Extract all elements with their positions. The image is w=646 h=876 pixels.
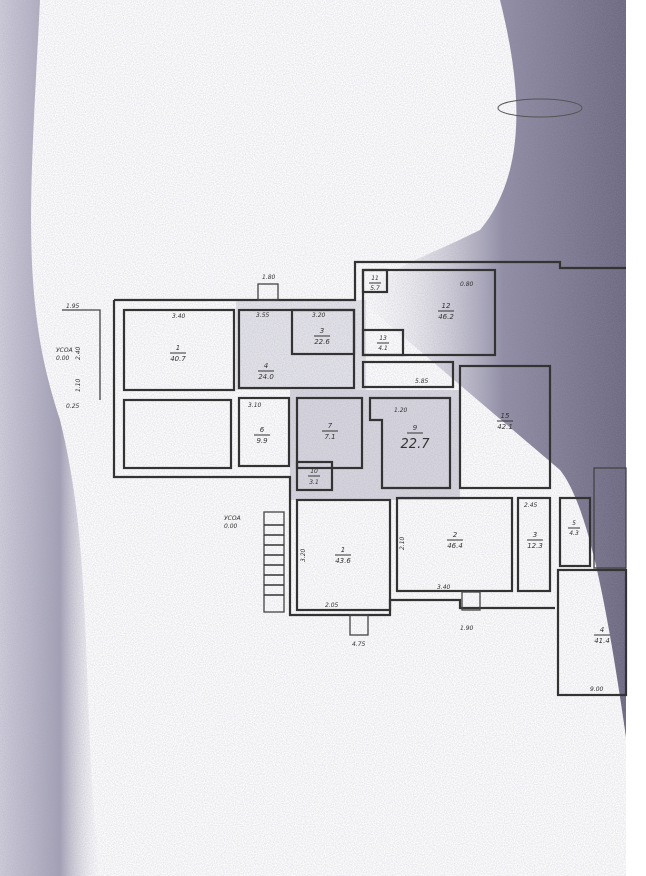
room-area: 42.1 [497, 423, 513, 431]
room-label: 15 42.1 [497, 412, 513, 431]
room-label: 424.0 [258, 362, 274, 381]
room-area: 5.7 [370, 285, 380, 292]
dimension: 5.85 [415, 378, 429, 385]
room-number: 7 [328, 422, 333, 430]
stairs [263, 511, 285, 613]
room-number: 4 [264, 362, 268, 370]
room-label: 441.4 [594, 626, 610, 645]
room-label: 922.7 [401, 424, 431, 452]
room-number: 11 [371, 275, 379, 282]
room-number: 9 [413, 424, 418, 432]
room-label: 140.7 [170, 344, 186, 363]
room-area: 4.3 [569, 530, 579, 537]
level-label: УСОА [224, 515, 241, 522]
dimension: 4.75 [352, 641, 366, 648]
room-number: 10 [310, 468, 318, 475]
level-value: 0.00 [56, 355, 70, 362]
room-label: 143.6 [335, 546, 351, 565]
dimension: 3.20 [300, 548, 307, 562]
room-labels: 140.7 424.0 322.6 69.9 77.1 103.1 1246.2… [170, 275, 610, 645]
room-area: 9.9 [256, 437, 268, 445]
dimension-labels: 1.80 3.40 1.95 2.40 1.10 0.25 3.55 3.20 … [66, 274, 604, 693]
room-area: 4.1 [378, 345, 388, 352]
room-number: 2 [453, 531, 458, 539]
dimension: 1.80 [262, 274, 276, 281]
room-area: 43.6 [335, 557, 351, 565]
room-number: 5 [572, 520, 576, 527]
room-number: 6 [260, 426, 265, 434]
dimension: 3.55 [256, 312, 270, 319]
room-label: 246.4 [447, 531, 463, 550]
dimension: 3.10 [248, 402, 262, 409]
room-label: 134.1 [377, 335, 389, 352]
dimension: 3.20 [312, 312, 326, 319]
level-label: УСОА [56, 347, 73, 354]
dimension: 1.95 [66, 303, 80, 310]
room-number: 13 [379, 335, 387, 342]
room-number: 3 [320, 327, 324, 335]
walls [62, 260, 628, 697]
room-label: 69.9 [254, 426, 270, 445]
room-area: 3.1 [309, 479, 319, 486]
room-number: 4 [600, 626, 604, 634]
stamp [497, 98, 583, 118]
room-label: 12 46.2 [438, 302, 454, 321]
room-area: 22.7 [401, 437, 431, 452]
room-area: 7.1 [324, 433, 335, 441]
room-area: 12.3 [527, 542, 543, 550]
room-number: 3 [533, 531, 537, 539]
room-label: 103.1 [308, 468, 320, 486]
room-label: 77.1 [322, 422, 338, 441]
dimension: 1.10 [75, 378, 82, 392]
room-label: 322.6 [314, 327, 330, 346]
dimension: 9.00 [590, 686, 604, 693]
dimension: 1.20 [394, 407, 408, 414]
dimension: 2.05 [325, 602, 339, 609]
room-label: 54.3 [568, 520, 580, 537]
room-area: 41.4 [594, 637, 610, 645]
room-area: 40.7 [170, 355, 186, 363]
room-number: 1 [341, 546, 345, 554]
room-label: 312.3 [527, 531, 543, 550]
dimension: 3.40 [437, 584, 451, 591]
dimension: 0.25 [66, 403, 80, 410]
room-area: 22.6 [314, 338, 330, 346]
room-area: 46.4 [447, 542, 463, 550]
room-area: 46.2 [438, 313, 454, 321]
dimension: 3.40 [172, 313, 186, 320]
room-number: 12 [442, 302, 451, 310]
dimension: 2.40 [75, 346, 82, 360]
dimension: 2.10 [399, 536, 406, 550]
level-value: 0.00 [224, 523, 238, 530]
dimension: 0.80 [460, 281, 474, 288]
dimension: 1.90 [460, 625, 474, 632]
room-number: 1 [176, 344, 180, 352]
room-label: 115.7 [369, 275, 381, 292]
dimension: 2.45 [524, 502, 538, 509]
room-number: 15 [501, 412, 510, 420]
room-area: 24.0 [258, 373, 274, 381]
